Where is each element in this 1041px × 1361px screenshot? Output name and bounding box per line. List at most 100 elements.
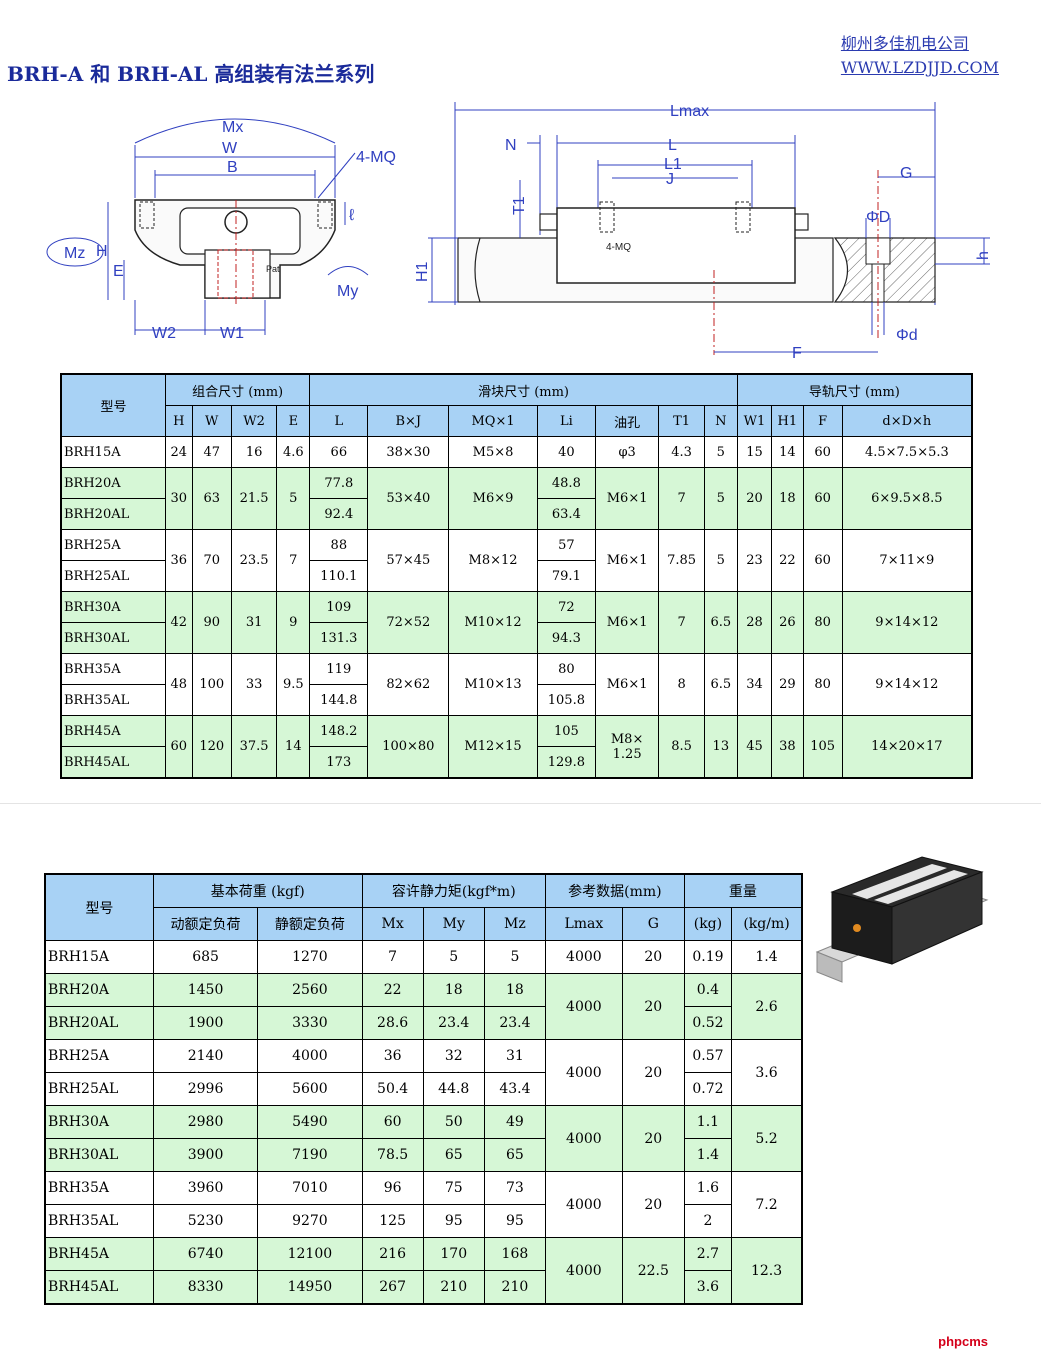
label-f: F [792,345,802,362]
value-cell: 23.4 [483,1006,546,1040]
model-cell: BRH20AL [60,498,166,530]
watermark: phpcms [938,1334,988,1349]
column-header: L [309,405,369,437]
model-cell: BRH25A [44,1039,154,1073]
company-website[interactable]: WWW.LZDJJD.COM [840,58,999,77]
column-header: W [191,405,232,437]
value-cell: 38 [771,715,804,779]
value-cell: 105 [802,715,843,779]
value-cell: M6×1 [594,653,660,716]
value-cell: 4000 [544,1237,623,1305]
value-cell: 80 [536,653,596,685]
value-cell: 22 [771,529,804,592]
label-lmax: Lmax [670,103,709,120]
value-cell: 0.52 [683,1006,733,1040]
column-header: MQ×1 [448,405,538,437]
value-cell: 33 [230,653,278,716]
value-cell: 3900 [152,1138,259,1172]
value-cell: 92.4 [309,498,369,530]
column-header: G [621,907,685,941]
value-cell: 7 [658,467,705,530]
value-cell: 20 [621,973,685,1040]
header-basic-load: 基本荷重 (kgf) [152,873,363,908]
column-header: H1 [771,405,804,437]
label-4mq-side: 4-MQ [606,242,631,253]
value-cell: 2980 [152,1105,259,1139]
value-cell: 14950 [257,1270,363,1305]
value-cell: 5 [703,436,738,468]
value-cell: 12100 [257,1237,363,1271]
value-cell: 26 [771,591,804,654]
value-cell: M10×12 [448,591,538,654]
value-cell: M6×9 [448,467,538,530]
header-weight: 重量 [683,873,803,908]
value-cell: M8×12 [448,529,538,592]
value-cell: 82×62 [367,653,450,716]
value-cell: 0.57 [683,1039,733,1073]
value-cell: 15 [736,436,773,468]
header-static-moment: 容许静力矩(kgf*m) [361,873,546,908]
value-cell: 5 [422,940,485,974]
value-cell: 119 [309,653,369,685]
value-cell: 28 [736,591,773,654]
value-cell: 72×52 [367,591,450,654]
value-cell: 90 [191,591,232,654]
value-cell: 73 [483,1171,546,1205]
value-cell: 168 [483,1237,546,1271]
model-cell: BRH15A [60,436,166,468]
value-cell: 57×45 [367,529,450,592]
value-cell: 1.6 [683,1171,733,1205]
value-cell: 6.5 [703,591,738,654]
value-cell: 53×40 [367,467,450,530]
value-cell: 20 [621,940,685,974]
value-cell: 20 [736,467,773,530]
value-cell: 16 [230,436,278,468]
column-header: 动额定负荷 [152,907,259,941]
label-mx: Mx [222,119,243,136]
value-cell: 37.5 [230,715,278,779]
model-cell: BRH35A [44,1171,154,1205]
value-cell: 210 [483,1270,546,1305]
value-cell: 105.8 [536,684,596,716]
value-cell: 170 [422,1237,485,1271]
value-cell: 57 [536,529,596,561]
column-header: 静额定负荷 [257,907,363,941]
value-cell: M5×8 [448,436,538,468]
value-cell: 100 [191,653,232,716]
front-view: Mx W B 4-MQ ℓ H E Mz My W2 W1 Pat [46,118,396,342]
value-cell: 29 [771,653,804,716]
value-cell: 79.1 [536,560,596,592]
value-cell: 50.4 [361,1072,424,1106]
value-cell: 100×80 [367,715,450,779]
model-cell: BRH35AL [44,1204,154,1238]
value-cell: 2140 [152,1039,259,1073]
value-cell: 9270 [257,1204,363,1238]
column-header: Li [536,405,596,437]
model-cell: BRH20A [60,467,166,499]
column-header: (kg) [683,907,733,941]
value-cell: 36 [164,529,193,592]
value-cell: 44.8 [422,1072,485,1106]
value-cell: 3960 [152,1171,259,1205]
model-cell: BRH30A [60,591,166,623]
label-e: E [113,263,124,280]
model-cell: BRH35AL [60,684,166,716]
value-cell: 38×30 [367,436,450,468]
company-name[interactable]: 柳州多佳机电公司 [840,34,969,53]
header-assembly-dims: 组合尺寸 (mm) [164,373,311,406]
label-j: J [666,171,674,188]
column-header: Mx [361,907,424,941]
value-cell: 1450 [152,973,259,1007]
value-cell: 8330 [152,1270,259,1305]
value-cell: 3330 [257,1006,363,1040]
value-cell: φ3 [594,436,660,468]
value-cell: 129.8 [536,746,596,779]
model-cell: BRH25AL [60,560,166,592]
value-cell: 50 [422,1105,485,1139]
header-model: 型号 [44,873,154,941]
column-header: Mz [483,907,546,941]
value-cell: 78.5 [361,1138,424,1172]
value-cell: 63 [191,467,232,530]
value-cell: 173 [309,746,369,779]
